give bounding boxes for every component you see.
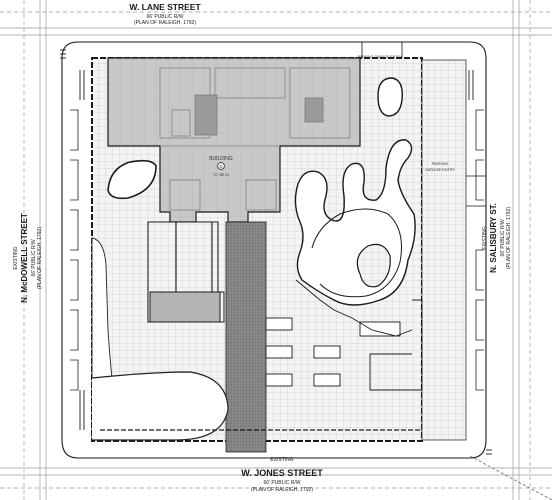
building-marker — [217, 162, 225, 170]
east-parking-entry-2: GARAGE ENTRY — [425, 168, 456, 172]
east-edge-structure — [369, 299, 423, 391]
south-street-plan: (PLAN OF RALEIGH, 1792) — [251, 487, 313, 493]
drop-off-curve — [91, 371, 229, 441]
building-title: BUILDING — [209, 156, 233, 162]
main-building — [107, 57, 361, 223]
corner-leader — [469, 455, 552, 500]
east-parking-entry-1: PARKING — [432, 162, 449, 166]
west-street-label: EXISTING N. McDOWELL STREET 66' PUBLIC R… — [13, 213, 43, 303]
south-street-name: W. JONES STREET — [241, 468, 323, 478]
north-street-name: W. LANE STREET — [129, 2, 201, 12]
east-paving — [421, 59, 467, 441]
planter-northeast — [377, 77, 403, 117]
west-street-existing: EXISTING — [13, 246, 19, 269]
east-street-existing: EXISTING — [482, 226, 488, 249]
building-interior — [159, 67, 351, 211]
garden-inner-loop — [356, 243, 391, 288]
south-wing-core — [149, 291, 221, 323]
north-street-row: 66' PUBLIC R/W — [146, 14, 183, 20]
south-street-row: 66' PUBLIC R/W — [263, 480, 300, 486]
planter-blocks — [265, 317, 401, 387]
east-garage-drive — [466, 175, 486, 207]
planter-west — [107, 159, 157, 200]
south-wing-columns — [175, 222, 213, 292]
block-curb — [61, 41, 487, 459]
south-street-existing: EXISTING — [270, 457, 293, 463]
building-subtitle: TO. BE #1 — [213, 173, 229, 177]
crosswalks — [60, 49, 492, 455]
garden-steps — [295, 279, 413, 337]
west-parking-stalls — [70, 109, 79, 391]
east-street-name: N. SALISBURY ST. — [489, 203, 498, 273]
north-garage-drive — [361, 42, 403, 58]
south-street-label: EXISTING W. JONES STREET 66' PUBLIC R/W … — [241, 457, 323, 493]
north-parking-entry: PARKING GARAGE ENTRY — [358, 55, 403, 59]
west-street-name: N. McDOWELL STREET — [20, 213, 29, 303]
east-parking-stalls — [475, 109, 484, 391]
garden-inner-path — [311, 208, 402, 298]
east-street-row: 66' PUBLIC R/W — [500, 219, 506, 256]
north-street-plan: (PLAN OF RALEIGH, 1792) — [134, 20, 196, 26]
east-street-plan: (PLAN OF RALEIGH, 1792) — [506, 207, 512, 269]
north-street-label: W. LANE STREET 66' PUBLIC R/W (PLAN OF R… — [129, 2, 201, 26]
building-number: D — [219, 164, 223, 169]
west-street-row: 66' PUBLIC R/W — [31, 239, 37, 276]
east-street-label: EXISTING N. SALISBURY ST. 66' PUBLIC R/W… — [482, 203, 512, 273]
building-label: BUILDING D TO. BE #1 — [209, 156, 233, 177]
west-street-plan: (PLAN OF RALEIGH, 1792) — [37, 227, 43, 289]
central-walkway — [225, 221, 267, 453]
